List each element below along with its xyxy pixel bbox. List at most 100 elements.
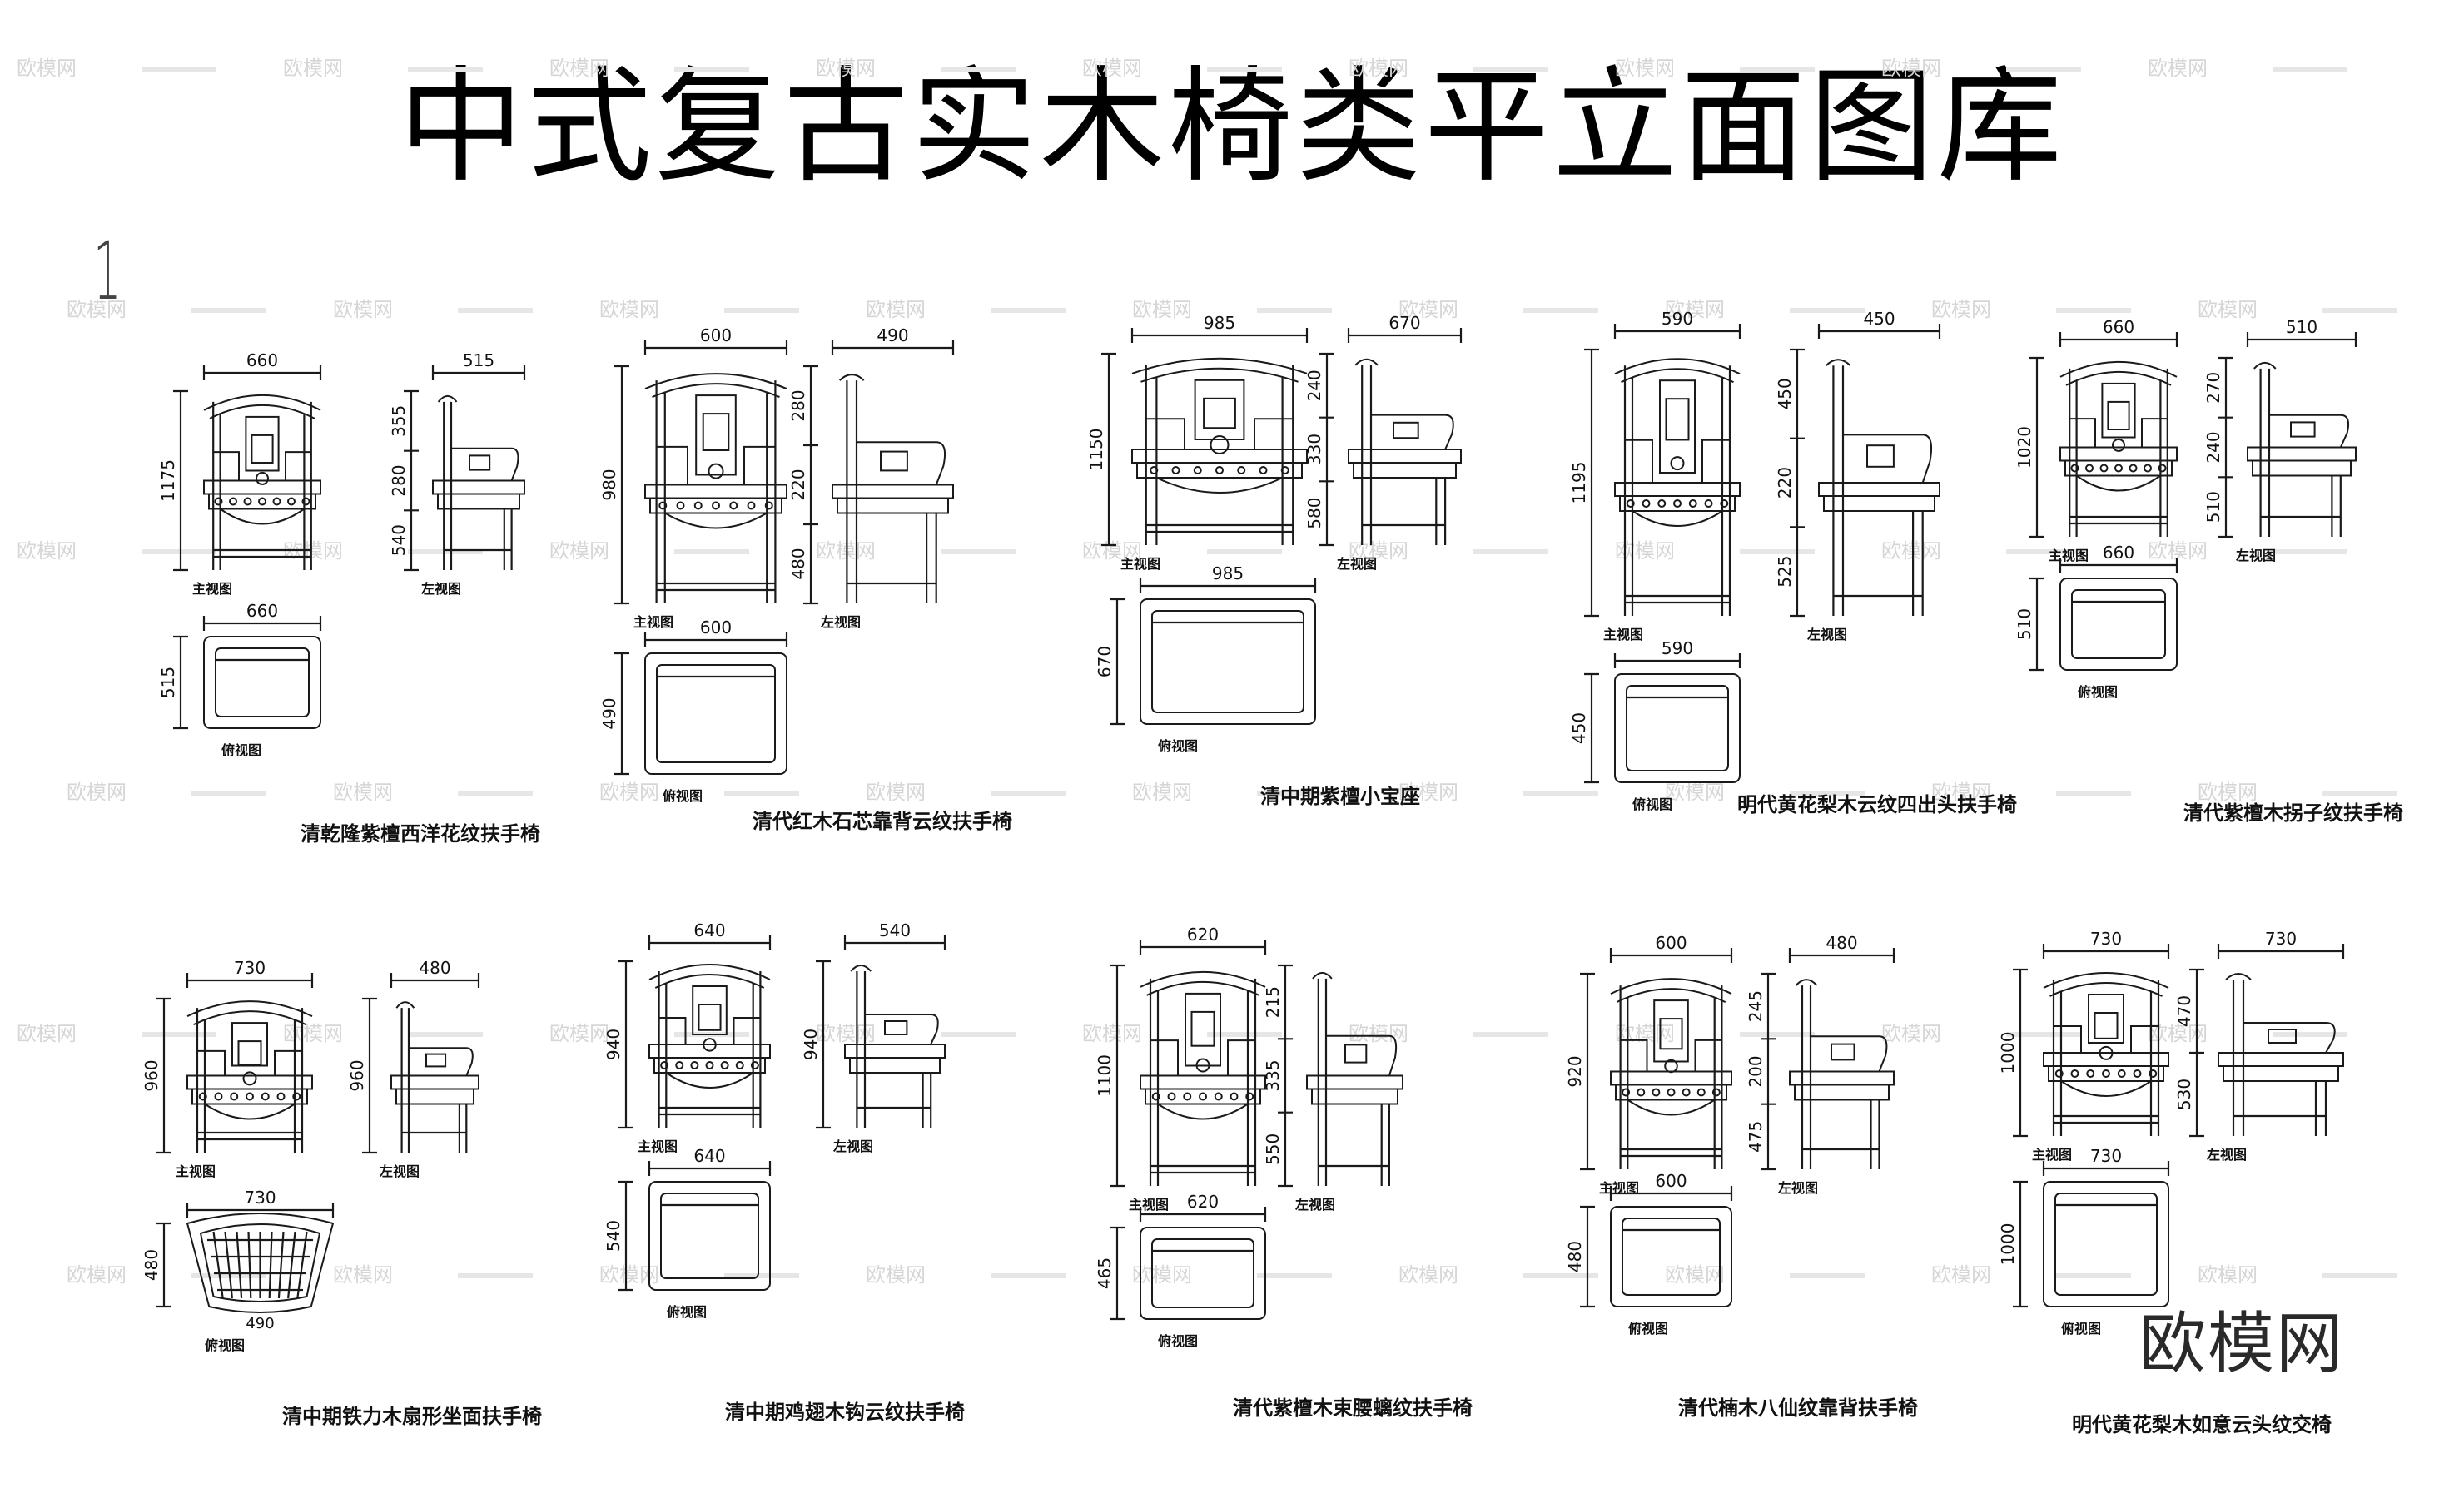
watermark-mark <box>724 1273 799 1278</box>
side-elevation <box>844 965 946 1128</box>
watermark-mark <box>1257 308 1332 313</box>
dimension-label: 335 <box>1263 1059 1283 1091</box>
back-panel <box>1203 397 1236 429</box>
crest-rail <box>1616 988 1726 1003</box>
top-view <box>203 636 321 729</box>
chair-name: 清代楠木八仙纹靠背扶手椅 <box>1678 1396 1918 1420</box>
seat-outline <box>2059 578 2178 671</box>
carved-detail <box>712 501 720 510</box>
carved-detail <box>2085 464 2094 473</box>
dimension-label: 985 <box>1212 563 1244 583</box>
dimension-label: 985 <box>1204 313 1235 333</box>
crest-rail <box>644 373 787 390</box>
dimension-label: 640 <box>693 1146 725 1166</box>
dimension-label: 540 <box>389 524 409 556</box>
arm-panel <box>2268 1029 2297 1044</box>
dimension-label: 670 <box>1388 313 1420 333</box>
watermark-text: 欧模网 <box>1931 781 1991 804</box>
dimension-label: 510 <box>2286 317 2317 337</box>
dimension-label: 600 <box>1655 933 1687 953</box>
carved-detail <box>214 497 223 506</box>
watermark-mark <box>1473 67 1548 72</box>
watermark-mark <box>2056 308 2131 313</box>
watermark-mark <box>1790 1273 1865 1278</box>
watermark-mark <box>2006 1032 2081 1037</box>
carved-detail <box>230 1092 239 1101</box>
watermark-mark <box>458 308 533 313</box>
chair-drawing: 600980主视图490280220480左视图600490俯视图清代红木石芯靠… <box>599 325 1012 833</box>
dimension-label: 280 <box>389 464 409 496</box>
dimension-label: 960 <box>142 1059 161 1091</box>
seat-frame <box>1614 482 1741 497</box>
chair-drawing: 6601175主视图515355280540左视图660515俯视图清乾隆紫檀西… <box>158 350 540 846</box>
seat-frame <box>844 1044 946 1059</box>
dimension-label: 730 <box>234 958 266 978</box>
watermark-mark <box>941 549 1016 554</box>
apron <box>191 1088 308 1105</box>
carved-detail <box>2133 1069 2142 1078</box>
carved-detail <box>1230 1092 1239 1101</box>
dimension-label: 1000 <box>1998 1032 2018 1074</box>
view-label-top: 俯视图 <box>221 742 261 758</box>
dimension-label: 730 <box>2090 929 2122 949</box>
apron <box>1145 1088 1261 1105</box>
carved-detail <box>1215 466 1224 474</box>
side-elevation <box>2218 973 2344 1136</box>
watermark-text: 欧模网 <box>599 298 659 321</box>
arm-panel <box>1866 444 1895 468</box>
carved-medallion <box>256 471 269 485</box>
watermark-mark <box>2056 791 2131 796</box>
watermark-text: 欧模网 <box>67 781 127 804</box>
arm <box>2269 414 2350 448</box>
dimension-label: 660 <box>246 350 278 370</box>
watermark-mark <box>1473 549 1548 554</box>
carved-detail <box>1171 466 1180 474</box>
front-elevation <box>2043 972 2169 1136</box>
top-view <box>1610 1206 1732 1307</box>
seat-weave <box>277 1231 285 1299</box>
carved-detail <box>2158 464 2167 473</box>
front-elevation <box>1140 971 1266 1186</box>
arm-panel <box>425 1053 447 1068</box>
dimension-label: 600 <box>700 325 732 345</box>
watermark-mark <box>991 791 1066 796</box>
arm <box>857 441 946 485</box>
watermark-text: 欧模网 <box>1349 57 1408 80</box>
carved-detail <box>1167 1092 1176 1101</box>
apron <box>395 1088 474 1105</box>
seat-outline <box>203 636 321 729</box>
apron <box>1619 495 1736 512</box>
watermark-text: 欧模网 <box>1881 1022 1941 1045</box>
carved-detail <box>1688 499 1697 508</box>
crest-rail <box>850 965 872 972</box>
seat-frame <box>186 1074 313 1090</box>
watermark-text: 欧模网 <box>816 539 876 563</box>
view-label-side: 左视图 <box>1294 1197 1335 1213</box>
dimension-label: 510 <box>2203 491 2223 523</box>
dimension-label: 510 <box>2014 608 2034 640</box>
brand-logo: 欧模网 <box>2139 1305 2344 1382</box>
seat-weave <box>236 1231 243 1299</box>
apron <box>2064 459 2173 477</box>
carved-apron <box>204 1103 296 1120</box>
dimension-label: 525 <box>1775 556 1795 588</box>
view-label-side: 左视图 <box>1336 556 1377 572</box>
front-elevation <box>1610 978 1732 1169</box>
carved-detail <box>229 497 237 506</box>
view-label-top: 俯视图 <box>205 1337 245 1353</box>
carved-detail <box>1626 499 1635 508</box>
watermark-text: 欧模网 <box>1082 57 1142 80</box>
arm <box>1843 434 1933 484</box>
dimension-label: 620 <box>1187 925 1219 945</box>
carved-detail <box>1150 466 1159 474</box>
seat-frame <box>2059 446 2178 462</box>
watermark-mark <box>941 67 1016 72</box>
watermark-text: 欧模网 <box>2198 298 2258 321</box>
page-title: 中式复古实木椅类平立面图库 <box>398 55 2065 200</box>
dimension-label: 580 <box>1304 498 1324 529</box>
dimension-label: 640 <box>693 920 725 940</box>
view-label-front: 主视图 <box>1603 627 1643 642</box>
apron <box>1794 1084 1890 1101</box>
watermark-text: 欧模网 <box>1665 781 1725 804</box>
